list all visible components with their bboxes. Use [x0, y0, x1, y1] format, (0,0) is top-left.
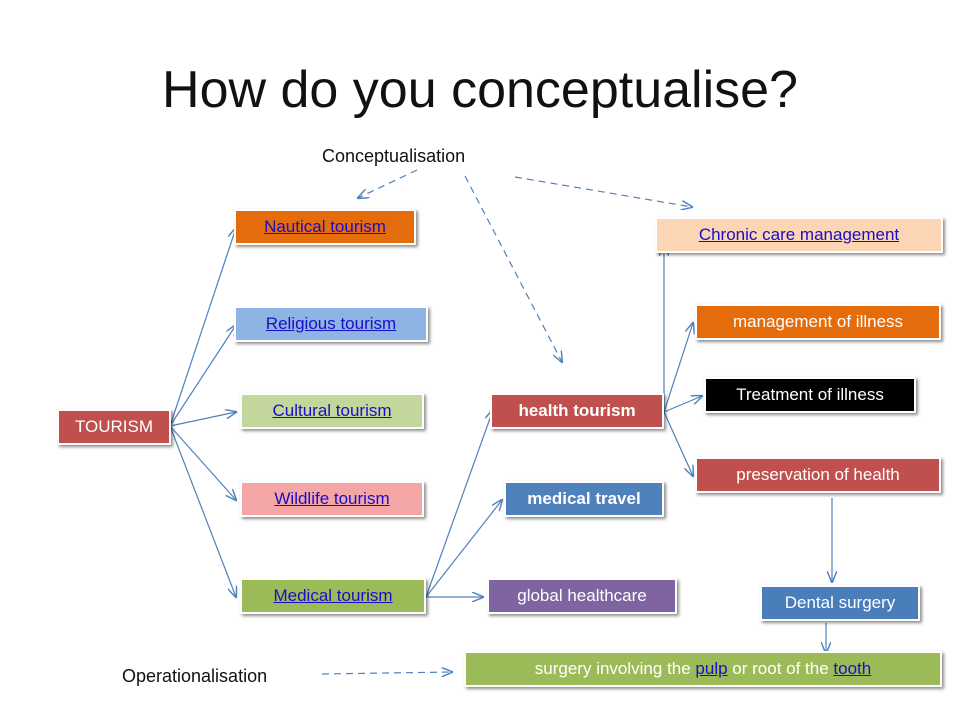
operationalisation-label: Operationalisation	[122, 666, 268, 686]
nautical-tourism-node[interactable]: Nautical tourism	[234, 209, 416, 245]
surgery-text-1: surgery involving the	[534, 659, 696, 678]
tourism-node: TOURISM	[57, 409, 171, 445]
global-healthcare-node: global healthcare	[487, 578, 677, 614]
dental-surgery-node: Dental surgery	[760, 585, 920, 621]
chronic-care-node[interactable]: Chronic care management	[655, 217, 943, 253]
health-tourism-node: health tourism	[490, 393, 664, 429]
religious-tourism-link[interactable]: Religious tourism	[265, 314, 397, 333]
pulp-link[interactable]: pulp	[695, 659, 728, 678]
medical-tourism-node[interactable]: Medical tourism	[240, 578, 426, 614]
wildlife-tourism-link[interactable]: Wildlife tourism	[274, 489, 390, 508]
treatment-of-illness-node: Treatment of illness	[704, 377, 916, 413]
wildlife-tourism-node[interactable]: Wildlife tourism	[240, 481, 424, 517]
preservation-of-health-node: preservation of health	[695, 457, 941, 493]
medical-tourism-link[interactable]: Medical tourism	[273, 586, 393, 605]
nautical-tourism-link[interactable]: Nautical tourism	[264, 217, 386, 236]
tooth-link[interactable]: tooth	[833, 659, 872, 678]
cultural-tourism-link[interactable]: Cultural tourism	[272, 401, 392, 420]
conceptualisation-label: Conceptualisation	[322, 146, 466, 166]
surgery-text-2: or root of the	[727, 659, 834, 678]
religious-tourism-node[interactable]: Religious tourism	[234, 306, 428, 342]
slide-title: How do you conceptualise?	[162, 61, 798, 119]
cultural-tourism-node[interactable]: Cultural tourism	[240, 393, 424, 429]
chronic-care-link[interactable]: Chronic care management	[698, 225, 900, 244]
surgery-definition-node: surgery involving the pulp or root of th…	[464, 651, 942, 687]
management-of-illness-node: management of illness	[695, 304, 941, 340]
medical-travel-node: medical travel	[504, 481, 664, 517]
